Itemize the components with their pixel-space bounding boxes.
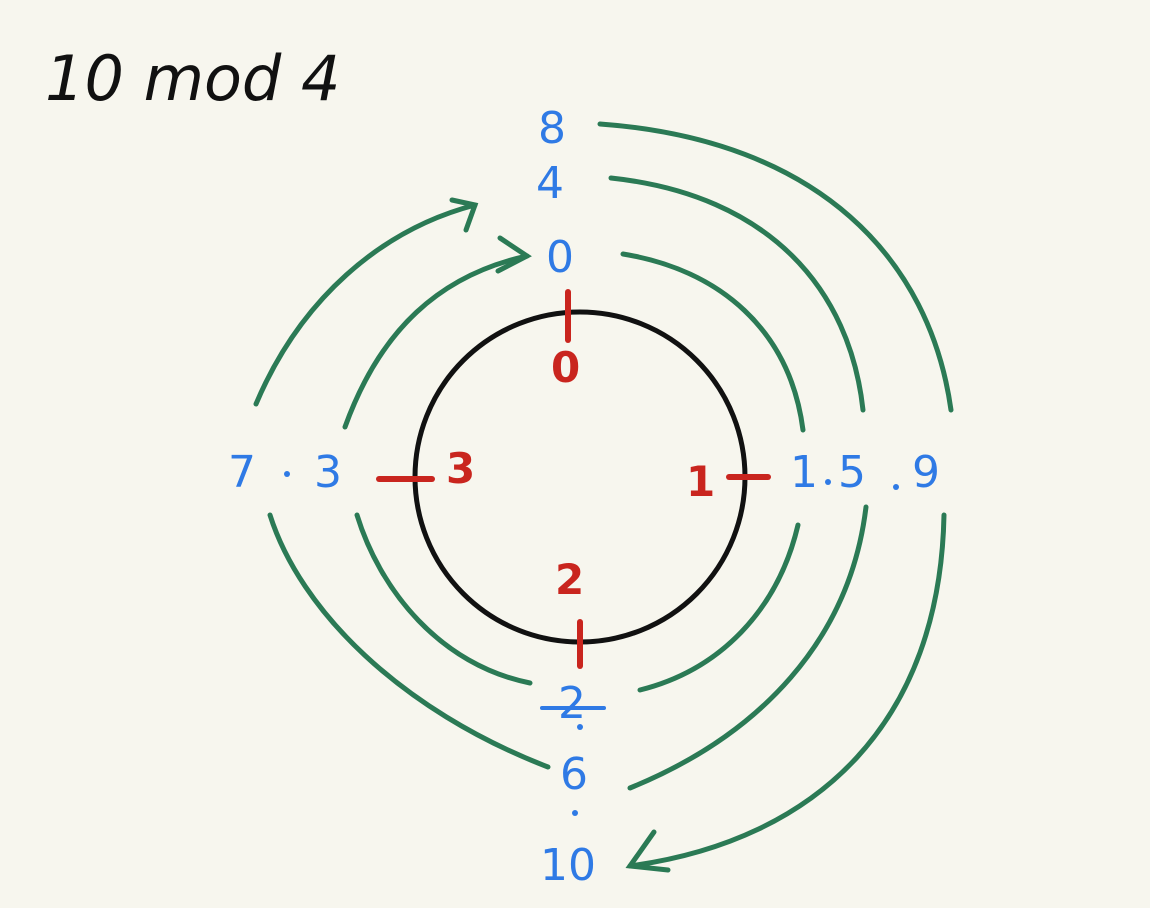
- separator-dot: [893, 484, 899, 490]
- arc-9-to-10: [627, 512, 947, 869]
- separator-dot: [577, 724, 583, 730]
- arc-1-to-2: [637, 522, 801, 693]
- number-7: 7: [228, 447, 256, 498]
- number-10: 10: [540, 840, 596, 891]
- number-5: 5: [838, 447, 866, 498]
- arc-0-to-1: [620, 251, 806, 433]
- number-6: 6: [560, 749, 588, 800]
- arrowhead-icon: [449, 197, 479, 233]
- title-text: 10 mod 4: [45, 42, 340, 115]
- arrowhead-icon: [495, 235, 532, 274]
- arc-3-to-0: [342, 253, 530, 430]
- separator-dot: [572, 810, 578, 816]
- clock-label-1: 1: [686, 457, 715, 506]
- number-9: 9: [912, 447, 940, 498]
- arrowhead-icon: [625, 829, 671, 873]
- number-8: 8: [538, 103, 566, 154]
- arc-5-to-6: [627, 504, 869, 791]
- number-0: 0: [546, 232, 574, 283]
- number-4: 4: [536, 158, 564, 209]
- clock-label-2: 2: [555, 555, 584, 604]
- arc-4-to-5: [608, 175, 866, 413]
- arc-2-to-3: [354, 512, 533, 686]
- separator-dot: [284, 471, 290, 477]
- clock-label-0: 0: [551, 343, 580, 392]
- separator-dot: [825, 479, 831, 485]
- number-2: 2: [558, 678, 586, 729]
- clock-label-3: 3: [446, 444, 475, 493]
- arc-7-to-8: [253, 202, 478, 407]
- number-3: 3: [314, 447, 342, 498]
- arc-8-to-9: [597, 121, 954, 413]
- arc-6-to-7: [267, 512, 551, 770]
- number-1: 1: [790, 447, 818, 498]
